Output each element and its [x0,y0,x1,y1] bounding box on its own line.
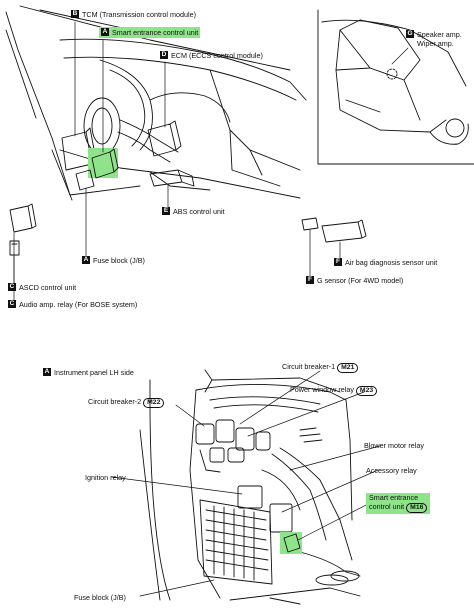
top-leaders [13,21,409,301]
g-sensor [301,217,319,231]
abs-unit [149,169,195,187]
code-m21: M21 [337,363,359,373]
label-cb1-text: Circuit breaker-1 [282,362,336,371]
label-speaker-amp-line1: Speaker amp. [417,30,462,39]
label-fuse-block-bottom-text: Fuse block (J/B) [74,593,126,602]
vehicle-inset [317,9,474,165]
bottom-leaders [111,370,381,597]
dashboard-drawing [5,5,307,201]
key-g: G [406,30,414,38]
label-blower-text: Blower motor relay [364,441,424,450]
key-a-fuse: A [82,256,90,264]
fuse-block-top [75,169,95,191]
fuse-block-grid [199,499,273,585]
ascd-unit [9,203,37,233]
label-tcm-text: TCM (Transmission control module) [82,10,196,19]
ecm-module [147,120,182,157]
label-panel-title-text: Instrument panel LH side [54,368,134,377]
smart-entrance-unit-bottom [283,533,301,553]
key-c-ascd: C [8,283,16,291]
label-ecm-text: ECM (ECCS control module) [171,51,263,60]
label-accessory-text: Accessory relay [366,466,417,475]
label-airbag-text: Air bag diagnosis sensor unit [345,258,438,267]
label-audio-amp-text: Audio amp. relay (For BOSE system) [19,300,138,309]
label-smart-entrance-bottom-line1: Smart entrance [369,493,419,502]
panel-drawing [139,369,361,605]
key-a-panel: A [43,368,51,376]
label-ignition-text: Ignition relay [85,473,126,482]
label-blower: Blower motor relay [364,441,424,450]
code-m16: M16 [406,502,428,513]
label-ascd-text: ASCD control unit [19,283,77,292]
key-f-gsensor: F [306,276,314,284]
label-smart-entrance-bottom-line2: control unit [369,501,405,511]
label-wiper-amp-line2: Wiper amp. [417,39,454,48]
key-b: B [71,10,79,18]
code-m22: M22 [143,398,165,408]
label-abs-text: ABS control unit [173,207,225,216]
smart-entrance-unit [91,148,119,179]
label-power-window-text: Power window relay [290,385,354,394]
label-smart-entrance-top-text: Smart entrance control unit [112,28,199,37]
label-accessory: Accessory relay [366,466,417,475]
key-d: D [160,51,168,59]
smart-entrance-unit-highlight [88,148,118,178]
key-f-airbag: F [334,258,342,266]
label-g-sensor-text: G sensor (For 4WD model) [317,276,404,285]
label-fuse-block-bottom: Fuse block (J/B) [74,593,126,602]
airbag-sensor-unit [321,219,367,243]
key-c-audio: C [8,300,16,308]
audio-amp-relay [9,240,20,256]
label-cb2-text: Circuit breaker-2 [88,397,142,406]
key-e: E [162,207,170,215]
key-a: A [101,28,109,36]
code-m23: M23 [355,386,378,396]
label-fuse-block-top-text: Fuse block (J/B) [93,256,145,265]
label-ignition: Ignition relay [85,473,126,482]
